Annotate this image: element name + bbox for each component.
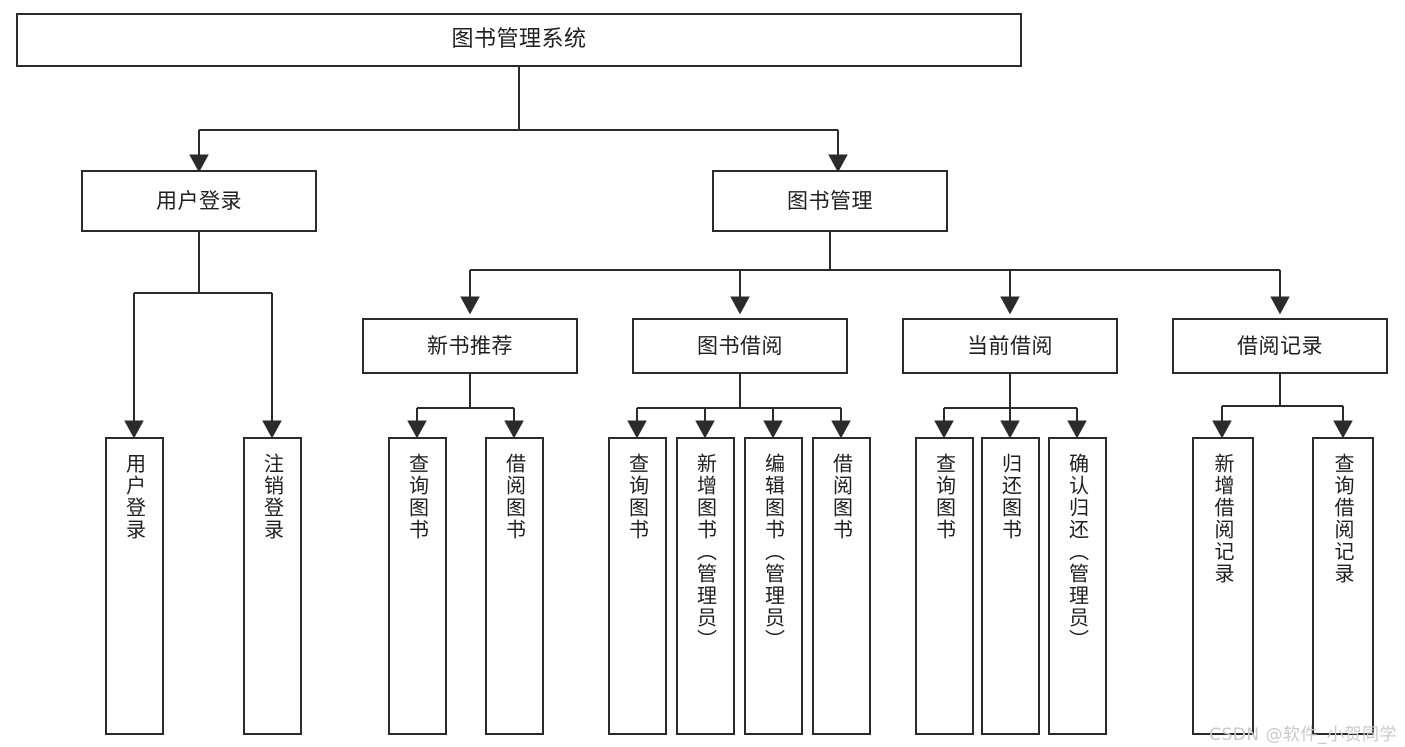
node-current-borrow[interactable]: 当前借阅 — [902, 318, 1118, 374]
node-book-borrow-label: 图书借阅 — [697, 333, 783, 358]
leaf-query-record[interactable]: 查询借阅记录 — [1312, 437, 1374, 735]
leaf-query-book-2[interactable]: 查询图书 — [608, 437, 667, 735]
leaf-add-record-label: 新增借阅记录 — [1211, 453, 1235, 585]
leaf-query-book-2-label: 查询图书 — [625, 453, 650, 541]
node-new-book-recommend-label: 新书推荐 — [427, 333, 513, 358]
leaf-confirm-return[interactable]: 确认归还（管理员） — [1048, 437, 1107, 735]
node-user-login-label: 用户登录 — [156, 188, 242, 213]
leaf-query-book-3-label: 查询图书 — [932, 453, 957, 541]
leaf-query-book-1-label: 查询图书 — [405, 453, 430, 541]
leaf-user-logout[interactable]: 注销登录 — [243, 437, 302, 735]
leaf-return-book[interactable]: 归还图书 — [981, 437, 1040, 735]
leaf-borrow-book-1[interactable]: 借阅图书 — [485, 437, 544, 735]
node-user-login[interactable]: 用户登录 — [81, 170, 317, 232]
node-root-label: 图书管理系统 — [451, 27, 587, 53]
leaf-borrow-book-2[interactable]: 借阅图书 — [812, 437, 871, 735]
leaf-add-book-label: 新增图书（管理员） — [693, 453, 718, 651]
leaf-query-record-label: 查询借阅记录 — [1331, 453, 1355, 585]
leaf-return-book-label: 归还图书 — [998, 453, 1023, 541]
leaf-user-login-label: 用户登录 — [122, 453, 147, 541]
node-book-borrow[interactable]: 图书借阅 — [632, 318, 848, 374]
leaf-edit-book[interactable]: 编辑图书（管理员） — [744, 437, 803, 735]
leaf-query-book-3[interactable]: 查询图书 — [915, 437, 974, 735]
leaf-edit-book-label: 编辑图书（管理员） — [761, 453, 786, 651]
node-borrow-record-label: 借阅记录 — [1237, 333, 1323, 358]
leaf-user-logout-label: 注销登录 — [260, 453, 285, 541]
leaf-confirm-return-label: 确认归还（管理员） — [1065, 453, 1090, 651]
node-book-manage-label: 图书管理 — [787, 188, 873, 213]
node-new-book-recommend[interactable]: 新书推荐 — [362, 318, 578, 374]
leaf-borrow-book-1-label: 借阅图书 — [502, 453, 527, 541]
node-book-manage[interactable]: 图书管理 — [712, 170, 948, 232]
node-borrow-record[interactable]: 借阅记录 — [1172, 318, 1388, 374]
leaf-user-login[interactable]: 用户登录 — [105, 437, 164, 735]
leaf-borrow-book-2-label: 借阅图书 — [829, 453, 854, 541]
leaf-query-book-1[interactable]: 查询图书 — [388, 437, 447, 735]
leaf-add-book[interactable]: 新增图书（管理员） — [676, 437, 735, 735]
node-current-borrow-label: 当前借阅 — [967, 333, 1053, 358]
node-root[interactable]: 图书管理系统 — [16, 13, 1022, 67]
leaf-add-record[interactable]: 新增借阅记录 — [1192, 437, 1254, 735]
watermark-text: CSDN @软件_小贺同学 — [1209, 725, 1397, 745]
